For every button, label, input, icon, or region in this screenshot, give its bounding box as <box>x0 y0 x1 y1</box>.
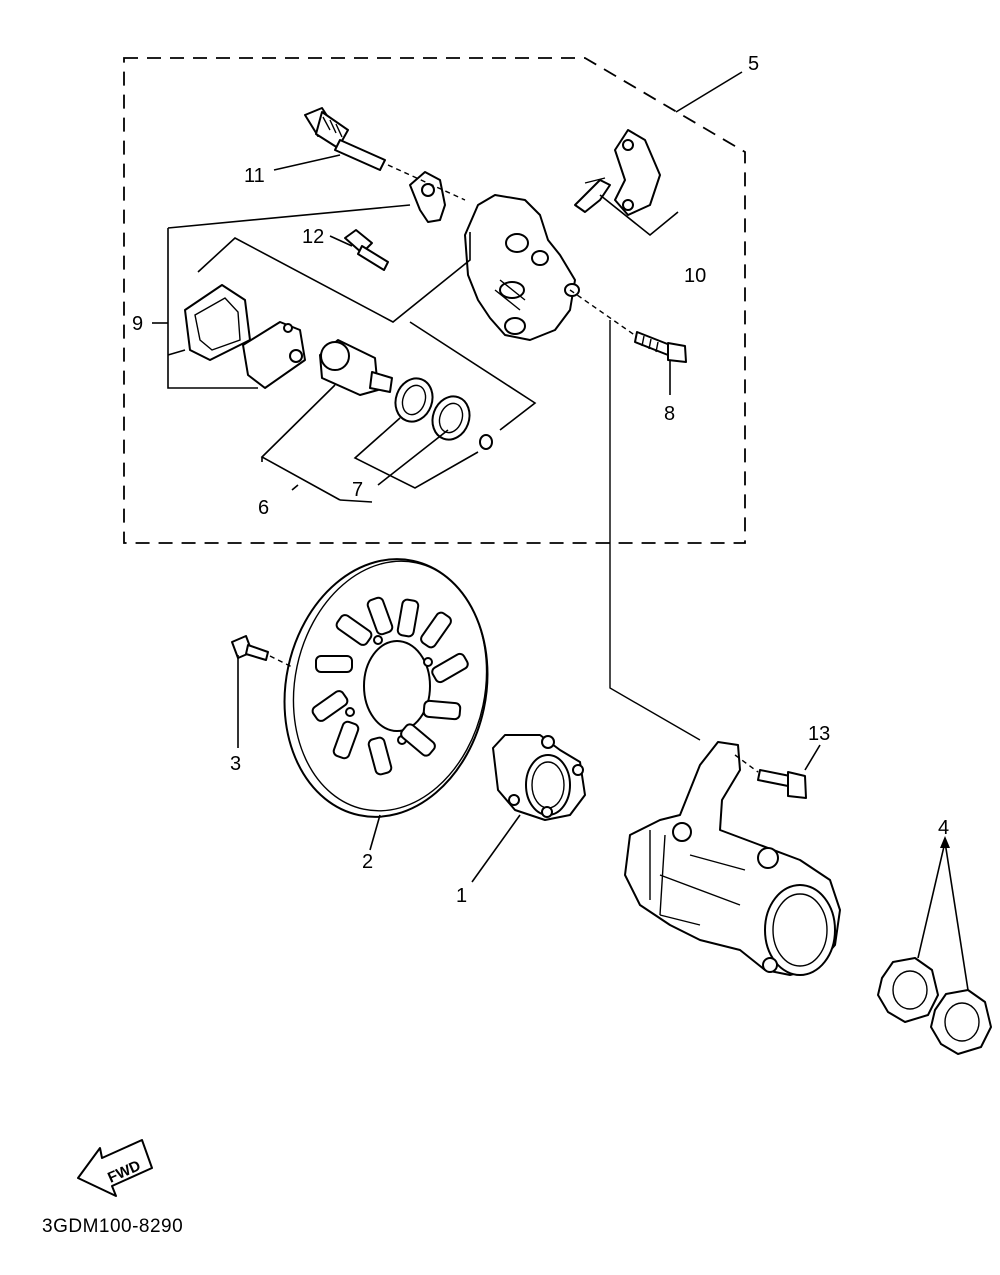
brake-pads <box>184 284 306 389</box>
bracket-bolt <box>757 769 807 799</box>
caliper-body <box>464 194 580 341</box>
disc-bolt <box>231 635 269 661</box>
callout-6: 6 <box>258 497 269 519</box>
callout-2: 2 <box>362 851 373 873</box>
callout-1: 1 <box>456 885 467 907</box>
callout-13: 13 <box>808 723 830 745</box>
callout-10: 10 <box>684 265 706 287</box>
callout-4: 4 <box>938 817 949 839</box>
callout-12: 12 <box>302 226 324 248</box>
caliper-bolt <box>634 331 687 363</box>
callout-11: 11 <box>244 165 265 187</box>
group-brackets <box>167 194 679 503</box>
callout-5: 5 <box>748 53 759 75</box>
caliper-support-bracket <box>624 741 841 976</box>
bleed-screw <box>344 229 389 271</box>
hose-union <box>574 129 661 216</box>
caliper-bracket <box>409 171 446 223</box>
wheel-hub <box>492 734 586 821</box>
brake-disc <box>283 558 489 818</box>
callout-9: 9 <box>132 313 143 335</box>
callout-7: 7 <box>352 479 363 501</box>
caliper-piston <box>319 339 393 396</box>
pin-bolt <box>304 107 386 171</box>
callout-leaders <box>152 71 969 991</box>
piston-seals <box>394 377 493 450</box>
callout-8: 8 <box>664 403 675 425</box>
assembly-leader <box>609 320 701 741</box>
forward-direction-arrow-icon: FWD <box>77 1139 153 1197</box>
axle-nuts <box>877 957 992 1055</box>
drawing-code: 3GDM100-8290 <box>42 1216 183 1237</box>
callout-3: 3 <box>230 753 241 775</box>
